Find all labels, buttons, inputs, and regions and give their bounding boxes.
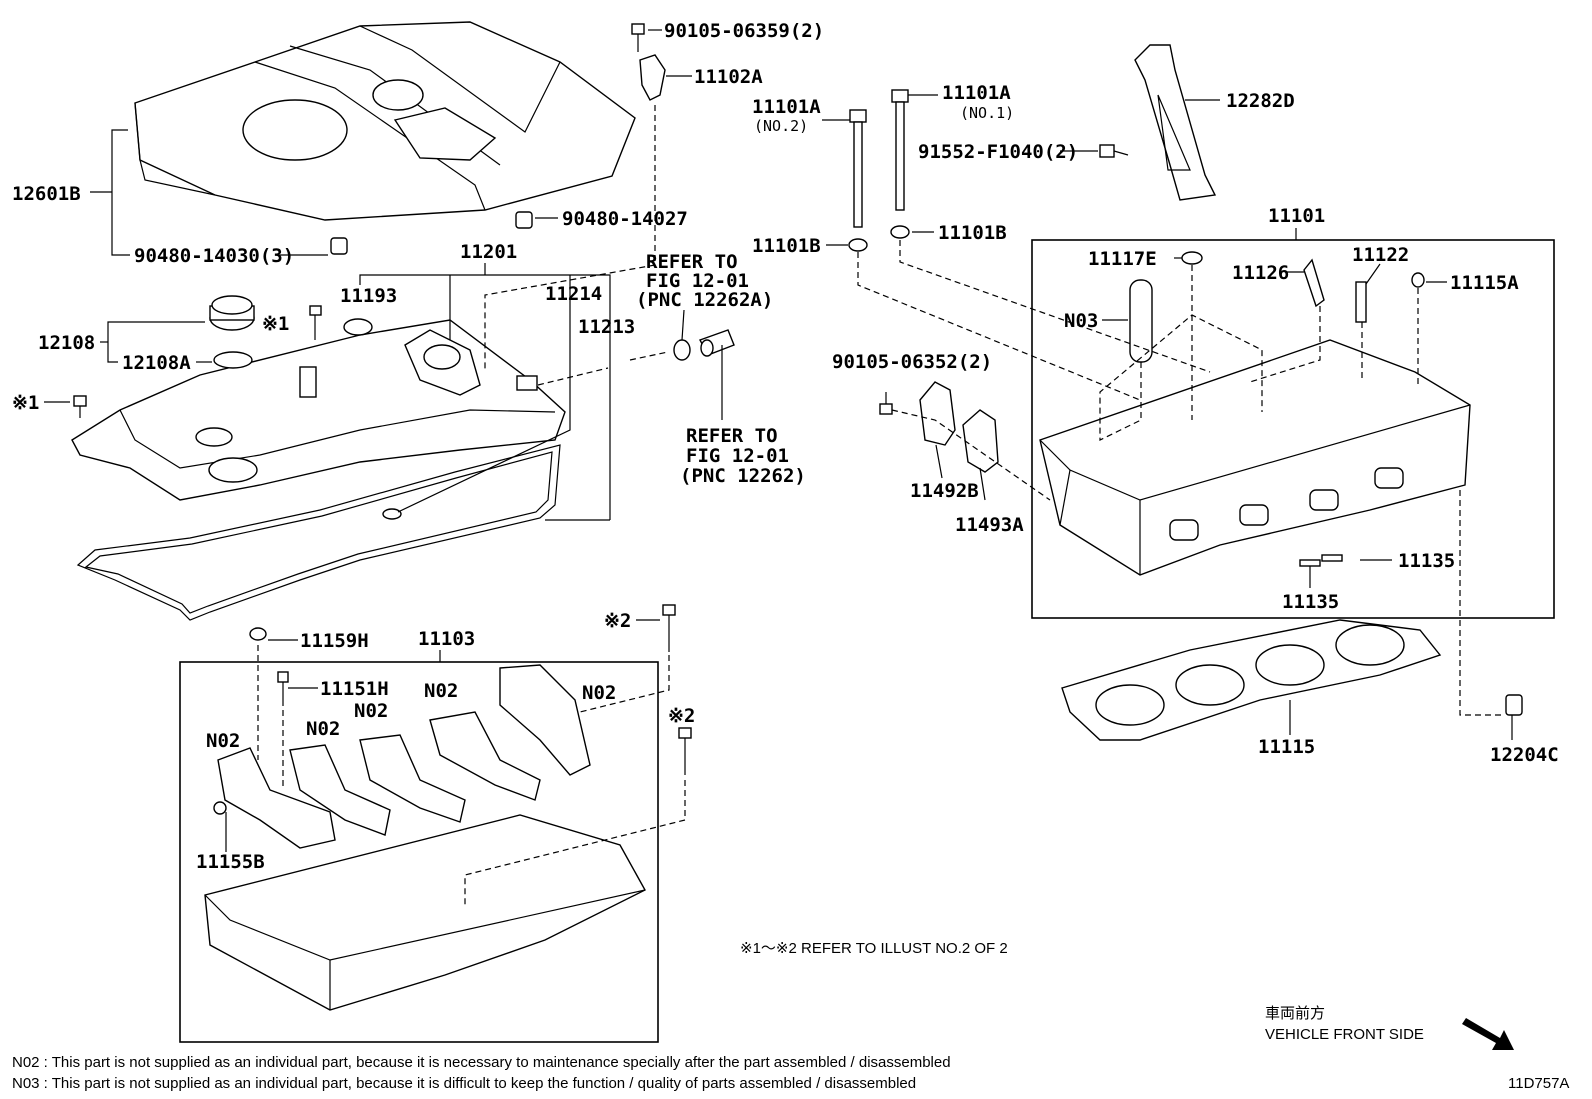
label-N03: N03 — [1064, 310, 1098, 332]
illust-reference-note: ※1～※2 REFER TO ILLUST NO.2 OF 2 — [740, 940, 1008, 957]
n02-footnote: N02 : This part is not supplied as an in… — [12, 1054, 951, 1071]
label-mark1-cap: ※1 — [262, 313, 289, 335]
hose-fitting-illustration — [673, 329, 735, 361]
reference-notes: REFER TO FIG 12-01 (PNC 12262A) REFER TO… — [636, 251, 806, 487]
cylinder-head-cover-illustration — [71, 23, 666, 501]
label-N02-5: N02 — [424, 680, 458, 702]
ref-pnc-12262A-line2: FIG 12-01 — [646, 270, 749, 292]
engine-cover-illustration — [134, 21, 636, 221]
label-no2: (NO.2) — [754, 117, 808, 135]
label-91552-F1040: 91552-F1040(2) — [918, 141, 1078, 163]
label-11126: 11126 — [1232, 262, 1289, 284]
label-N02-1: N02 — [206, 730, 240, 752]
head-cover-gasket-illustration — [76, 444, 561, 621]
vehicle-front-jp: 車両前方 — [1265, 1005, 1325, 1022]
label-90105-06352: 90105-06352(2) — [832, 351, 992, 373]
footer-notes: ※1～※2 REFER TO ILLUST NO.2 OF 2 車両前方 VEH… — [12, 940, 1569, 1092]
label-90105-06359: 90105-06359(2) — [664, 20, 824, 42]
label-11151H: 11151H — [320, 678, 389, 700]
label-12108: 12108 — [38, 332, 95, 354]
label-mark1-left: ※1 — [12, 392, 39, 414]
label-12282D: 12282D — [1226, 90, 1295, 112]
ref-pnc-12262A-line1: REFER TO — [646, 251, 738, 273]
label-11201: 11201 — [460, 241, 517, 263]
label-11117E: 11117E — [1088, 248, 1157, 270]
vehicle-front-en: VEHICLE FRONT SIDE — [1265, 1026, 1424, 1043]
leader-lines — [44, 29, 1555, 1043]
label-11135-b: 11135 — [1282, 591, 1339, 613]
label-11135-a: 11135 — [1398, 550, 1455, 572]
head-gasket-illustration — [1061, 619, 1442, 741]
label-11155B: 11155B — [196, 851, 265, 873]
label-90480-14027: 90480-14027 — [562, 208, 688, 230]
label-11101: 11101 — [1268, 205, 1325, 227]
label-12601B: 12601B — [12, 183, 81, 205]
ref-pnc-12262A-line3: (PNC 12262A) — [636, 289, 773, 311]
part-labels: 12601B 90480-14030(3) 90480-14027 90105-… — [12, 20, 1559, 873]
label-90480-14030: 90480-14030(3) — [134, 245, 294, 267]
label-mark2-mid: ※2 — [668, 705, 695, 727]
label-11213: 11213 — [578, 316, 635, 338]
label-11193: 11193 — [340, 285, 397, 307]
label-11101B-right: 11101B — [938, 222, 1007, 244]
ref-pnc-12262-line3: (PNC 12262) — [680, 465, 806, 487]
label-11493A: 11493A — [955, 514, 1024, 536]
label-mark2-top: ※2 — [604, 610, 631, 632]
front-arrow-icon — [1462, 1018, 1514, 1050]
label-N02-4: N02 — [582, 682, 616, 704]
label-11115A: 11115A — [1450, 272, 1519, 294]
label-N02-2: N02 — [306, 718, 340, 740]
label-11102A: 11102A — [694, 66, 763, 88]
label-11103: 11103 — [418, 628, 475, 650]
label-N02-3: N02 — [354, 700, 388, 722]
label-11214: 11214 — [545, 283, 602, 305]
label-11492B: 11492B — [910, 480, 979, 502]
head-bolts-illustration — [848, 44, 1217, 252]
label-no1: (NO.1) — [960, 104, 1014, 122]
n03-footnote: N03 : This part is not supplied as an in… — [12, 1075, 916, 1092]
label-11101B-left: 11101B — [752, 235, 821, 257]
label-11122: 11122 — [1352, 244, 1409, 266]
cam-housing-illustration — [204, 604, 692, 1011]
label-11115: 11115 — [1258, 736, 1315, 758]
diagram-code: 11D757A — [1508, 1075, 1569, 1092]
label-11101A-no1: 11101A — [942, 82, 1011, 104]
label-12204C: 12204C — [1490, 744, 1559, 766]
label-12108A: 12108A — [122, 352, 191, 374]
ref-pnc-12262-line1: REFER TO — [686, 425, 778, 447]
label-11159H: 11159H — [300, 630, 369, 652]
ref-pnc-12262-line2: FIG 12-01 — [686, 445, 789, 467]
label-11101A-no2: 11101A — [752, 96, 821, 118]
